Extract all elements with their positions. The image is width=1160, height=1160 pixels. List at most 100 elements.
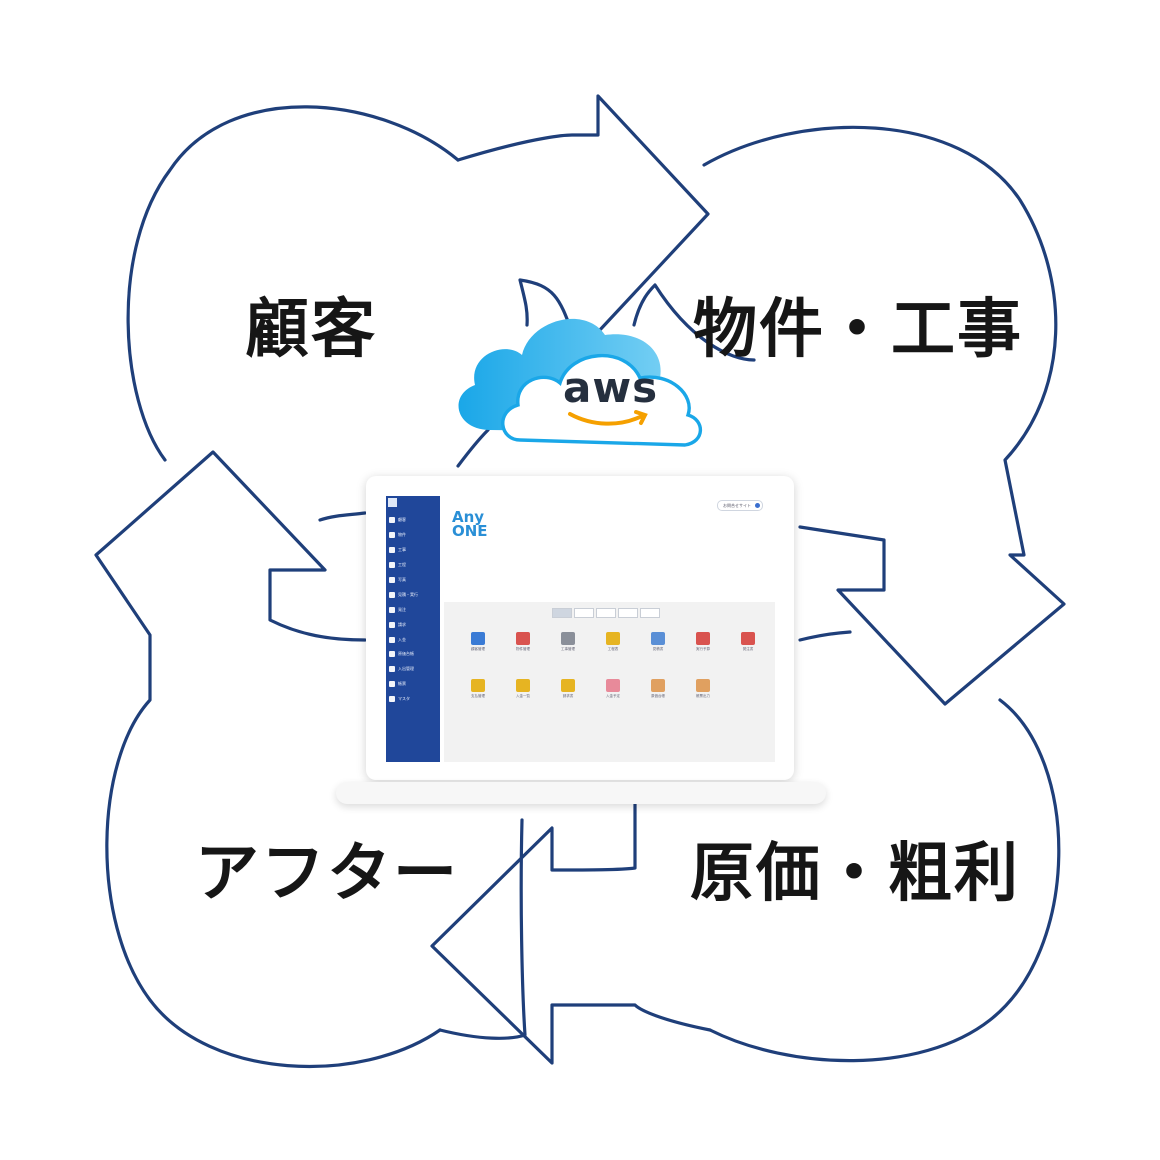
sidebar-item-label: 工程 [398,562,406,568]
sidebar-item-icon [389,681,395,688]
support-site-label: お問合せサイト [723,503,751,508]
sidebar-item[interactable]: マスタ [389,692,418,707]
sidebar-item-icon [389,666,395,673]
app-tile[interactable]: 原価台帳 [636,679,680,699]
sidebar-item-icon [389,547,395,554]
label-property-construction: 物件・工事 [693,293,1023,367]
sidebar-item-icon [389,562,395,569]
app-sidebar: 顧客物件工事工程写真見積・実行発注請求入金原価台帳入出管理帳票マスタ [386,496,440,762]
app-tile[interactable]: 見積書 [636,632,680,652]
label-aftercare: アフター [195,837,459,911]
app-tile[interactable]: 工程表 [591,632,635,652]
app-tile[interactable]: 顧客管理 [456,632,500,652]
app-tile-label: 入金予定 [606,694,620,698]
app-tile-label: 発注書 [742,647,754,651]
coin-icon [516,679,530,692]
sidebar-item[interactable]: 写真 [389,573,418,588]
label-customer: 顧客 [245,293,377,367]
sidebar-item[interactable]: 物件 [389,528,418,543]
app-tile[interactable]: 支払管理 [456,679,500,699]
box-icon [651,679,665,692]
sidebar-item[interactable]: 工程 [389,558,418,573]
app-tile-label: 物件管理 [516,647,530,651]
label-cost-profit: 原価・粗利 [690,837,1020,911]
sidebar-item[interactable]: 入金 [389,632,418,647]
house-icon [516,632,530,645]
app-tile-label: 帳票出力 [696,694,710,698]
laptop-base [336,782,826,804]
sidebar-item-label: 請求 [398,621,406,627]
sidebar-item-label: マスタ [398,696,410,702]
page-button[interactable] [618,608,638,618]
app-mini-logo-icon [388,498,397,507]
app-tile[interactable]: 請求書 [546,679,590,699]
piggy-bank-icon [606,679,620,692]
sidebar-item-icon [389,636,395,643]
house-icon [741,632,755,645]
sidebar-item-icon [389,517,395,524]
sidebar-item-label: 帳票 [398,681,406,687]
page-button[interactable] [640,608,660,618]
anyone-logo: Any ONE [452,508,488,540]
app-tile[interactable]: 工事管理 [546,632,590,652]
sidebar-item-icon [389,606,395,613]
app-tile-label: 原価台帳 [651,694,665,698]
logo-line-any: Any [452,508,485,526]
arrow-right-icon [755,503,760,508]
sidebar-item-icon [389,577,395,583]
sidebar-item[interactable]: 入出管理 [389,662,418,677]
person-icon [471,632,485,645]
pager [552,608,662,618]
sidebar-item-icon [389,696,395,703]
schedule-icon [606,632,620,645]
app-tile[interactable]: 実行予算 [681,632,725,652]
coin-icon [471,679,485,692]
sidebar-item[interactable]: 顧客 [389,513,418,528]
support-site-button[interactable]: お問合せサイト [717,500,763,511]
app-tile-label: 実行予算 [696,647,710,651]
logo-line-one: ONE [452,522,488,540]
app-tile[interactable]: 帳票出力 [681,679,725,699]
app-tile-label: 支払管理 [471,694,485,698]
sidebar-item[interactable]: 発注 [389,602,418,617]
page-button[interactable] [574,608,594,618]
app-tile-label: 見積書 [652,647,664,651]
sidebar-item-label: 入出管理 [398,666,414,672]
sidebar-item-label: 入金 [398,636,406,642]
cycle-arrows-outline [94,94,1066,1069]
app-tile[interactable]: 入金予定 [591,679,635,699]
calculator-icon [651,632,665,645]
sidebar-item-icon [389,651,395,658]
sidebar-item-label: 写真 [398,577,406,582]
app-tile[interactable]: 発注書 [726,632,770,652]
app-tile-label: 請求書 [562,694,574,698]
sidebar-item[interactable]: 帳票 [389,677,418,692]
sidebar-item-icon [389,591,395,598]
sidebar-menu: 顧客物件工事工程写真見積・実行発注請求入金原価台帳入出管理帳票マスタ [389,513,418,707]
app-tile[interactable]: 入金一覧 [501,679,545,699]
sidebar-item-label: 物件 [398,532,406,538]
app-tile-label: 工程表 [607,647,619,651]
sidebar-item-icon [389,621,395,628]
app-tile-label: 顧客管理 [471,647,485,651]
app-launcher-panel: 顧客管理 物件管理 工事管理 工程表 見積書 実行予算 発注書支払管理 入金一覧 請求書 入金予定… [444,602,775,762]
document-icon [561,679,575,692]
sidebar-item-label: 見積・実行 [398,591,418,597]
house-icon [696,632,710,645]
tools-icon [561,632,575,645]
app-tile-label: 入金一覧 [516,694,530,698]
sidebar-item[interactable]: 原価台帳 [389,647,418,662]
app-tile-label: 工事管理 [561,647,575,651]
sidebar-item[interactable]: 請求 [389,617,418,632]
aws-logo-text: aws [563,363,659,412]
sidebar-item-label: 発注 [398,606,406,612]
page-button[interactable] [552,608,572,618]
sidebar-item[interactable]: 工事 [389,543,418,558]
sidebar-item[interactable]: 見積・実行 [389,587,418,602]
cloud-icon [458,318,703,447]
app-tile[interactable]: 物件管理 [501,632,545,652]
sidebar-item-label: 工事 [398,547,406,553]
app-screen: 顧客物件工事工程写真見積・実行発注請求入金原価台帳入出管理帳票マスタ Any O… [386,496,775,762]
page-button[interactable] [596,608,616,618]
